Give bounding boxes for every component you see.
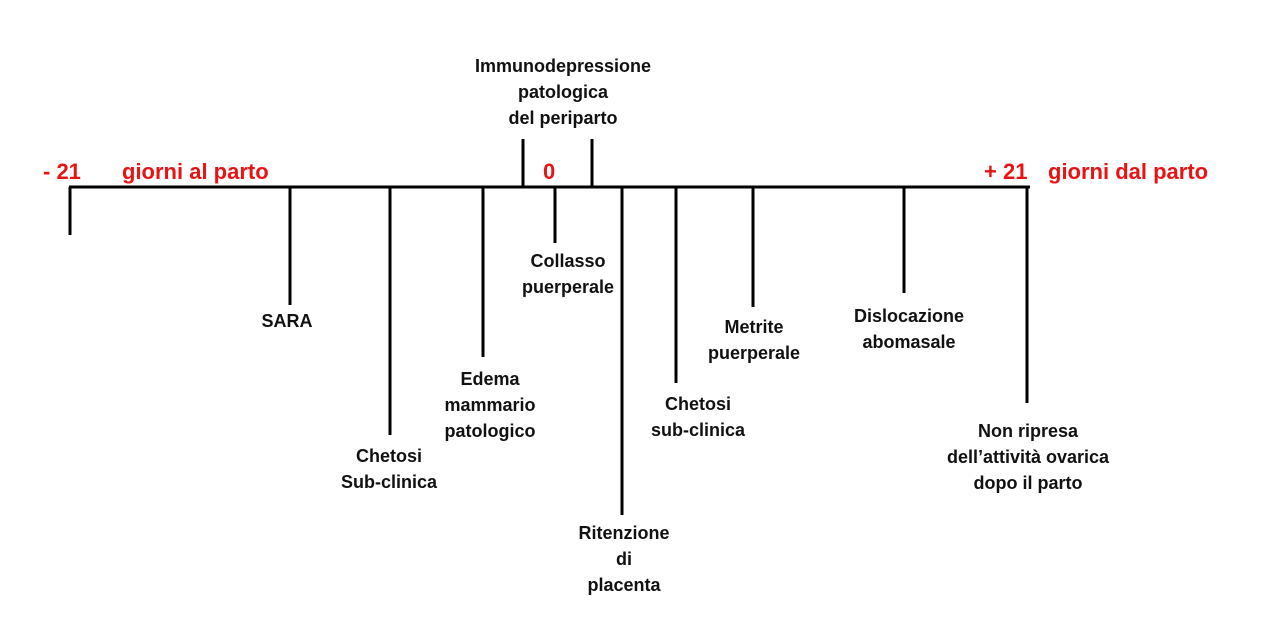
label-ovarica: Non ripresa dell’attività ovarica dopo i… [946, 421, 1110, 493]
label-sara: SARA [261, 311, 313, 331]
label-edema: Edema mammario patologico [444, 369, 536, 441]
axis-start-text: giorni al parto [122, 159, 269, 184]
axis-zero: 0 [543, 159, 556, 184]
label-chetosi-pre: Chetosi Sub-clinica [340, 446, 438, 492]
axis-end-number: + 21 [984, 159, 1028, 184]
label-metrite: Metrite puerperale [707, 317, 801, 363]
label-immunodepression: Immunodepressione patologica del peripar… [474, 56, 652, 128]
label-collasso: Collasso puerperale [521, 251, 615, 297]
label-ritenzione: Ritenzione di placenta [578, 523, 670, 595]
axis-end-text: giorni dal parto [1048, 159, 1209, 184]
axis-start-number: - 21 [43, 159, 81, 184]
label-chetosi-post: Chetosi sub-clinica [650, 394, 746, 440]
label-dislocazione: Dislocazione abomasale [853, 306, 965, 352]
